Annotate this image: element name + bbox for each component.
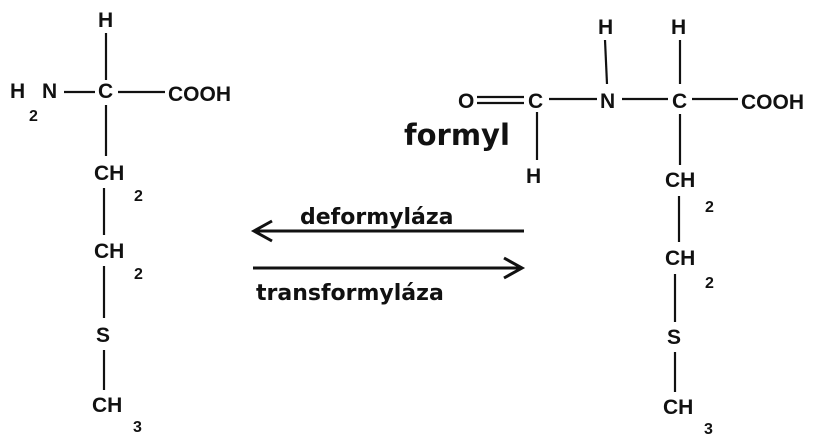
fmet-h-formyl: H [526, 165, 541, 188]
met-ch3-subscript: 3 [133, 419, 142, 436]
methionine-structure: H H 2 N C COOH CH 2 CH 2 S CH 3 [10, 9, 231, 436]
fmet-c-formyl: C [528, 90, 543, 113]
fmet-ch2-2: CH [665, 247, 695, 270]
met-h2-subscript: 2 [29, 108, 38, 125]
met-h2: H [10, 80, 25, 103]
fmet-c-alpha: C [672, 90, 687, 113]
fmet-s: S [667, 326, 681, 349]
fmet-ch2-1-subscript: 2 [705, 199, 714, 216]
fmet-bond-h-n [603, 39, 609, 85]
fmet-cooh: COOH [741, 91, 804, 114]
met-s: S [96, 324, 110, 347]
deformylase-label: deformyláza [300, 205, 454, 230]
fmet-ch2-2-subscript: 2 [705, 275, 714, 292]
met-c-alpha: C [98, 80, 113, 103]
met-ch2-1: CH [94, 162, 124, 185]
met-ch2-2-subscript: 2 [134, 266, 143, 283]
fmet-ch3: CH [663, 396, 693, 419]
fmet-n: N [600, 90, 615, 113]
fmet-ch3-subscript: 3 [704, 421, 713, 438]
met-ch3: CH [92, 394, 122, 417]
met-cooh: COOH [168, 83, 231, 106]
fmet-h-c: H [671, 16, 686, 39]
fmet-h-n: H [598, 16, 613, 39]
met-ch2-2: CH [94, 240, 124, 263]
fmet-ch2-1: CH [665, 169, 695, 192]
met-n: N [42, 80, 57, 103]
reaction-arrows: deformyláza transformyláza [250, 205, 526, 306]
deformylase-arrowhead [250, 219, 273, 243]
formylmethionine-structure: H H O C H formyl N C COOH CH 2 CH 2 S CH… [404, 16, 804, 438]
met-ch2-1-subscript: 2 [134, 188, 143, 205]
fmet-o: O [458, 90, 474, 113]
formyl-label: formyl [404, 118, 510, 152]
transformylase-label: transformyláza [256, 281, 444, 306]
met-h-top: H [98, 9, 113, 32]
transformylase-arrowhead [503, 256, 526, 280]
